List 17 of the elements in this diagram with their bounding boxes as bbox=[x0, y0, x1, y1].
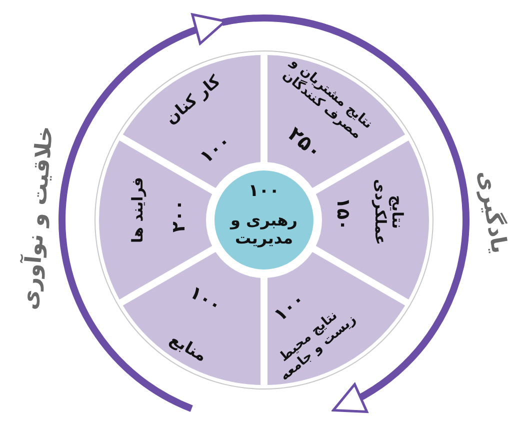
wedge-segment bbox=[122, 252, 260, 385]
cycle-label: یادگیری bbox=[472, 168, 512, 256]
segment-text: منابع bbox=[166, 328, 212, 368]
segment-text: کار کنان bbox=[160, 70, 225, 130]
segment-text: ۲۵۰ bbox=[282, 122, 328, 166]
segment-text: فرایند ها bbox=[129, 176, 147, 245]
segment-text: ۱۵۰ bbox=[332, 196, 352, 232]
wedge-segment bbox=[268, 252, 406, 385]
segment-text: نتایج عملکردی bbox=[370, 178, 406, 247]
segment-text: ۲۰۰ bbox=[170, 198, 190, 234]
segment-text: رهبری و مدیریت bbox=[228, 212, 298, 248]
segment-text: ۱۰۰ bbox=[269, 288, 310, 328]
cycle-label: خلاقیت و نوآوری bbox=[18, 125, 58, 311]
segment-text: ۱۰۰ bbox=[195, 130, 236, 170]
wedge-segment bbox=[316, 140, 429, 300]
segment-text: ۱۰۰ bbox=[247, 182, 281, 202]
segment-text: ۱۰۰ bbox=[184, 280, 226, 319]
